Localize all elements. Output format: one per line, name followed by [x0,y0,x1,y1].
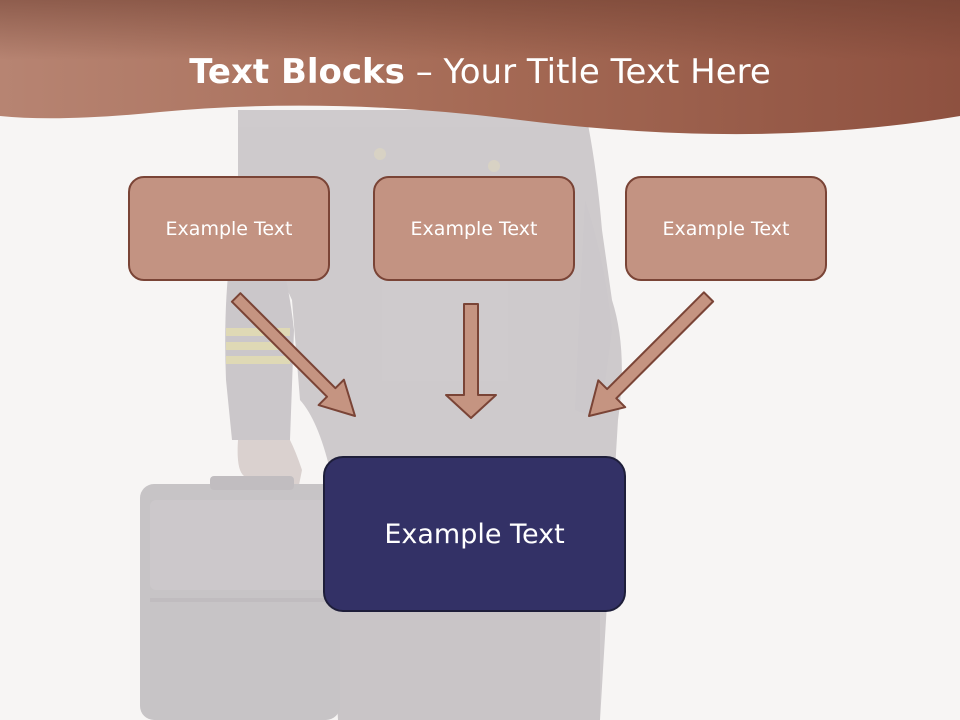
text-box-center-label: Example Text [410,217,538,240]
title-bold-part: Text Blocks [189,52,405,92]
text-box-left-label: Example Text [165,217,293,240]
text-box-right-label: Example Text [662,217,790,240]
slide-title: Text Blocks – Your Title Text Here [0,52,960,92]
main-text-box-label: Example Text [384,518,565,550]
text-box-left[interactable]: Example Text [128,176,330,281]
arrow-left-diagonal [230,292,356,417]
title-regular-part: – Your Title Text Here [404,52,771,92]
text-box-right[interactable]: Example Text [625,176,827,281]
main-text-box[interactable]: Example Text [323,456,626,612]
arrow-down-center [445,303,497,419]
arrow-right-diagonal [588,291,715,417]
text-box-center[interactable]: Example Text [373,176,575,281]
